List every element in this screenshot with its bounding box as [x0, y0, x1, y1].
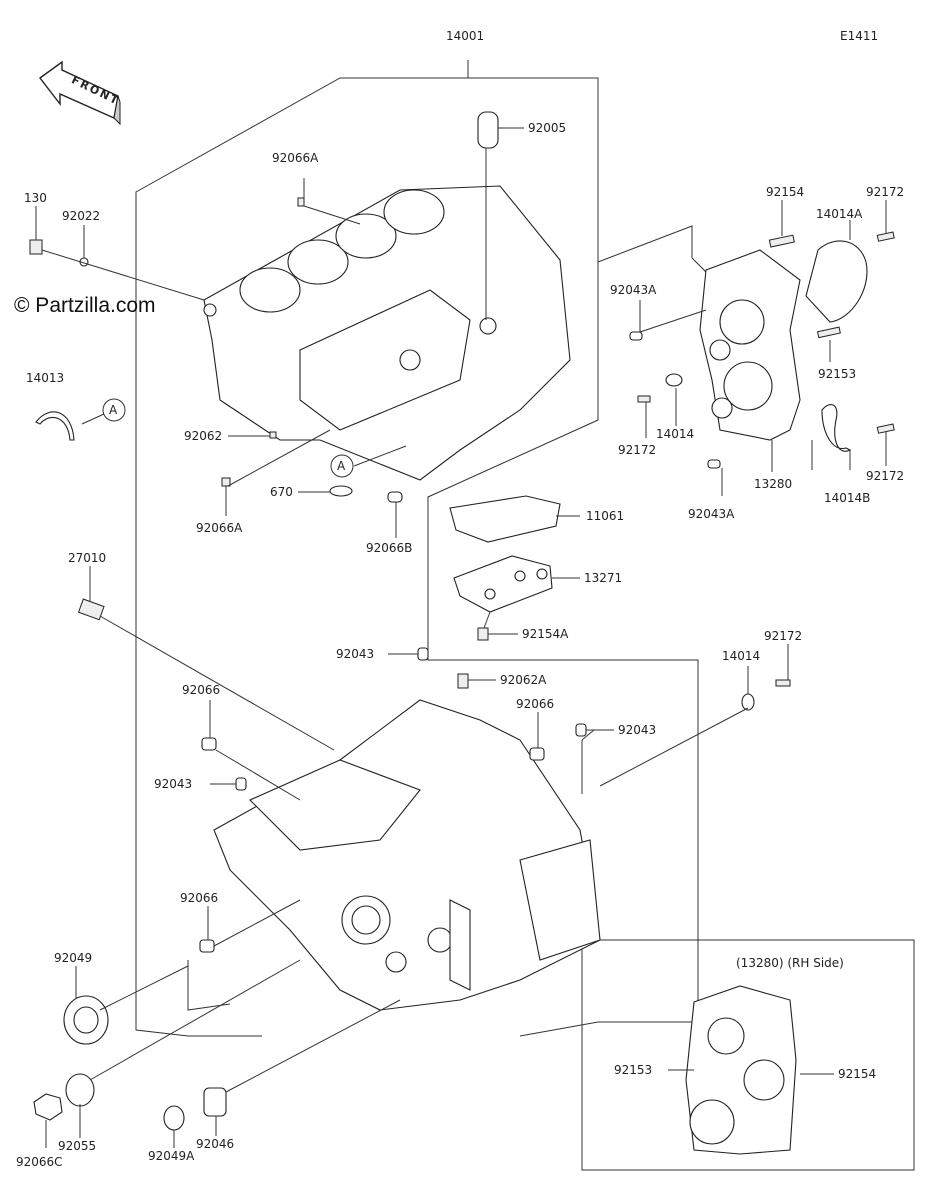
label-92046: 92046	[196, 1137, 234, 1151]
label-13271: 13271	[584, 571, 622, 585]
gasket-11061	[449, 495, 561, 543]
label-92043-c: 92043	[154, 777, 192, 791]
label-92055: 92055	[58, 1139, 96, 1153]
front-arrow-icon	[39, 60, 121, 126]
inset-side-cover	[685, 985, 797, 1155]
inset-box	[581, 939, 915, 1171]
label-92022: 92022	[62, 209, 100, 223]
label-130: 130	[24, 191, 47, 205]
inset-title: (13280) (RH Side)	[736, 956, 844, 970]
label-92043A-top: 92043A	[610, 283, 657, 297]
label-92172-top: 92172	[866, 185, 904, 199]
label-92005: 92005	[528, 121, 566, 135]
label-92066-b: 92066	[516, 697, 554, 711]
side-cover-13280	[699, 249, 801, 441]
callout-circle-a-1	[102, 398, 126, 422]
plate-13271	[453, 555, 553, 613]
leader-lines	[35, 127, 887, 1148]
callout-circle-a-2	[330, 454, 354, 478]
callout-a-2: A	[337, 459, 346, 473]
label-92066-a: 92066	[182, 683, 220, 697]
diagram-code: E1411	[840, 29, 878, 43]
small-parts	[29, 111, 895, 1131]
callout-a-1: A	[109, 403, 118, 417]
label-92153-inset: 92153	[614, 1063, 652, 1077]
ring-14013	[35, 411, 75, 441]
label-92172-low: 92172	[764, 629, 802, 643]
upper-crankcase	[203, 185, 571, 481]
label-92049: 92049	[54, 951, 92, 965]
label-11061: 11061	[586, 509, 624, 523]
label-92154-top: 92154	[766, 185, 804, 199]
label-14014-low: 14014	[722, 649, 760, 663]
label-14014B: 14014B	[824, 491, 870, 505]
label-14001: 14001	[446, 29, 484, 43]
label-92043-a: 92043	[336, 647, 374, 661]
label-27010: 27010	[68, 551, 106, 565]
label-13280: 13280	[754, 477, 792, 491]
gasket-14014a	[805, 240, 868, 323]
label-14013: 14013	[26, 371, 64, 385]
label-92049A: 92049A	[148, 1149, 195, 1163]
lower-crankcase	[213, 699, 601, 1011]
label-92172-mid: 92172	[618, 443, 656, 457]
frame-lines	[135, 60, 741, 1037]
label-92066A-top: 92066A	[272, 151, 319, 165]
label-14014-mid: 14014	[656, 427, 694, 441]
label-92154-inset: 92154	[838, 1067, 876, 1081]
label-14014A: 14014A	[816, 207, 863, 221]
watermark: © Partzilla.com	[14, 294, 156, 317]
label-92062A: 92062A	[500, 673, 547, 687]
gasket-14014b	[821, 404, 852, 452]
label-92066C: 92066C	[16, 1155, 63, 1169]
label-92066B: 92066B	[366, 541, 412, 555]
label-92043A-bot: 92043A	[688, 507, 735, 521]
label-92066A-mid: 92066A	[196, 521, 243, 535]
label-92066-c: 92066	[180, 891, 218, 905]
label-92172-right: 92172	[866, 469, 904, 483]
label-92043-b: 92043	[618, 723, 656, 737]
label-670: 670	[270, 485, 293, 499]
label-92154A: 92154A	[522, 627, 569, 641]
label-92153: 92153	[818, 367, 856, 381]
label-92062: 92062	[184, 429, 222, 443]
